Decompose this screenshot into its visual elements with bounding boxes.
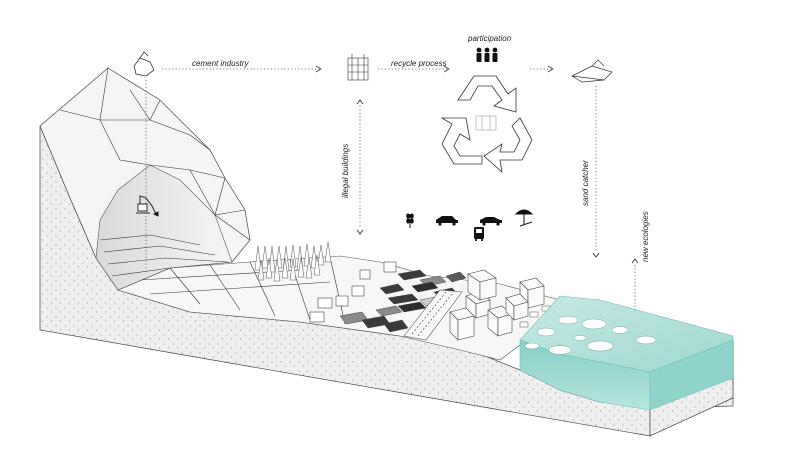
sports-car-icon bbox=[480, 217, 502, 226]
label-recycle-process: recycle process bbox=[391, 59, 447, 68]
sand-catcher-icon bbox=[570, 59, 613, 83]
quarry-mountain bbox=[39, 67, 251, 291]
forest bbox=[254, 241, 332, 282]
sea bbox=[519, 295, 734, 411]
cement-plant-icon bbox=[133, 51, 155, 77]
label-illegal-buildings: illegal buildings bbox=[341, 144, 350, 198]
people-icon bbox=[476, 47, 498, 62]
label-cement-industry: cement industry bbox=[192, 59, 249, 68]
wheat-icon bbox=[406, 213, 414, 228]
bus-icon bbox=[474, 227, 484, 242]
coastal-road bbox=[403, 289, 463, 341]
illegal-buildings-axis bbox=[356, 99, 364, 235]
scaffold-buildings bbox=[309, 261, 397, 323]
label-participation: participation bbox=[467, 34, 512, 43]
car-icon bbox=[436, 216, 458, 226]
scaffold-icon bbox=[347, 54, 369, 81]
recycle-icon bbox=[440, 75, 533, 174]
parasol-icon bbox=[514, 209, 534, 227]
label-new-ecologies: new ecologies bbox=[641, 211, 650, 262]
excavator-icon bbox=[136, 195, 159, 217]
label-sand-catcher: sand catcher bbox=[581, 160, 590, 206]
city-blocks bbox=[449, 269, 545, 341]
